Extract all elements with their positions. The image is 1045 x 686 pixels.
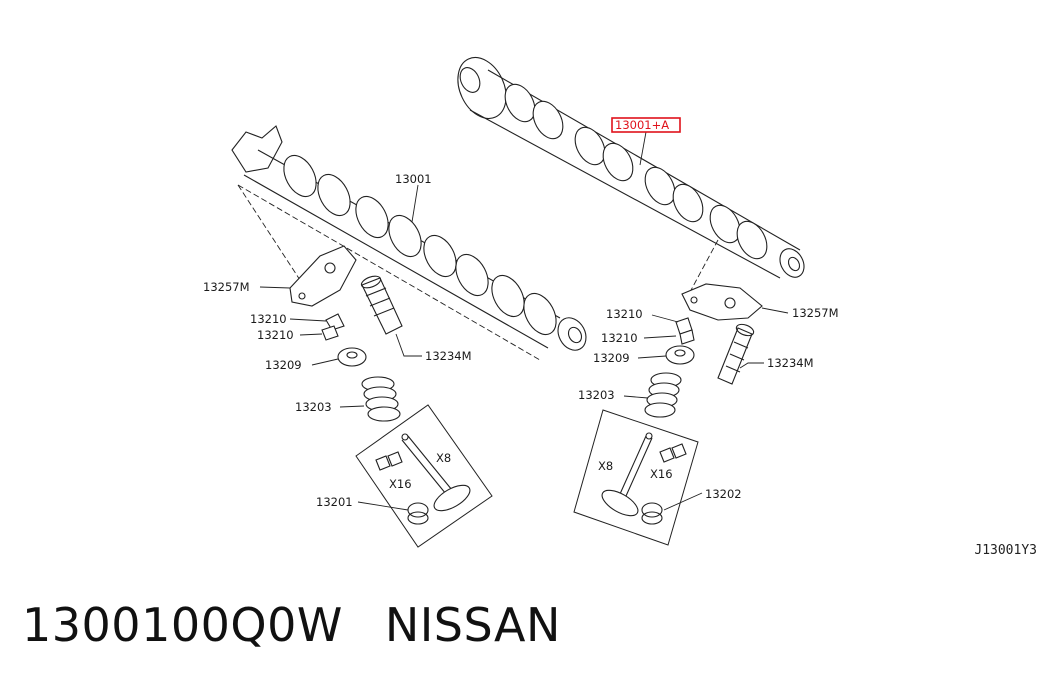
valve-keepers-right[interactable] bbox=[675, 317, 695, 345]
brand-name: NISSAN bbox=[384, 598, 561, 652]
label-x16-right: X16 bbox=[650, 467, 673, 481]
camshaft-intake[interactable] bbox=[231, 125, 591, 355]
callout-13209-right[interactable]: 13209 bbox=[593, 351, 630, 365]
intake-valve[interactable] bbox=[401, 433, 474, 516]
part-number: 1300100Q0W bbox=[22, 598, 343, 652]
label-x8-right: X8 bbox=[598, 459, 613, 473]
guide-line bbox=[237, 184, 541, 361]
leader-lines bbox=[259, 131, 789, 511]
rocker-arm-left[interactable] bbox=[289, 245, 357, 307]
valve-spring-right[interactable] bbox=[644, 372, 682, 418]
valve-box-right bbox=[573, 409, 699, 546]
lash-adjuster-right[interactable] bbox=[717, 322, 755, 385]
reference-code: J13001Y3 bbox=[974, 543, 1037, 558]
collets-right[interactable] bbox=[659, 443, 687, 463]
callout-13234m-right[interactable]: 13234M bbox=[767, 356, 814, 370]
valve-spring-left[interactable] bbox=[361, 376, 401, 422]
callout-13201[interactable]: 13201 bbox=[316, 495, 353, 509]
part-caption: 1300100Q0W NISSAN bbox=[22, 598, 603, 652]
callout-13210-right-1[interactable]: 13210 bbox=[606, 307, 643, 321]
callout-13203-right[interactable]: 13203 bbox=[578, 388, 615, 402]
callout-13202[interactable]: 13202 bbox=[705, 487, 742, 501]
valve-seal-left[interactable] bbox=[407, 502, 429, 525]
callout-13234m-left[interactable]: 13234M bbox=[425, 349, 472, 363]
rocker-arm-right[interactable] bbox=[681, 283, 763, 321]
exhaust-valve[interactable] bbox=[598, 432, 653, 521]
callout-13257m-left[interactable]: 13257M bbox=[203, 280, 250, 294]
spring-retainer-left[interactable] bbox=[337, 347, 367, 367]
callout-13001a[interactable]: 13001+A bbox=[615, 118, 669, 132]
guide-line bbox=[689, 239, 719, 293]
valve-box-left bbox=[355, 404, 493, 548]
collets-left[interactable] bbox=[375, 451, 403, 471]
callout-13209-left[interactable]: 13209 bbox=[265, 358, 302, 372]
lash-adjuster-left[interactable] bbox=[360, 274, 403, 335]
callout-13210-left-2[interactable]: 13210 bbox=[257, 328, 294, 342]
callout-13210-left-1[interactable]: 13210 bbox=[250, 312, 287, 326]
callout-13210-right-2[interactable]: 13210 bbox=[601, 331, 638, 345]
callout-13001[interactable]: 13001 bbox=[395, 172, 432, 186]
spring-retainer-right[interactable] bbox=[665, 345, 695, 365]
valve-seal-right[interactable] bbox=[641, 502, 663, 525]
valve-keepers-left[interactable] bbox=[321, 313, 345, 341]
label-x16-left: X16 bbox=[389, 477, 412, 491]
callout-13257m-right[interactable]: 13257M bbox=[792, 306, 839, 320]
exploded-parts-diagram: 13001+A 13001 13257M 13210 13210 13209 1… bbox=[203, 50, 839, 548]
highlight-box bbox=[611, 117, 681, 133]
guide-line bbox=[237, 184, 301, 281]
camshaft-exhaust[interactable] bbox=[449, 50, 809, 282]
label-x8-left: X8 bbox=[436, 451, 451, 465]
callout-13203-left[interactable]: 13203 bbox=[295, 400, 332, 414]
